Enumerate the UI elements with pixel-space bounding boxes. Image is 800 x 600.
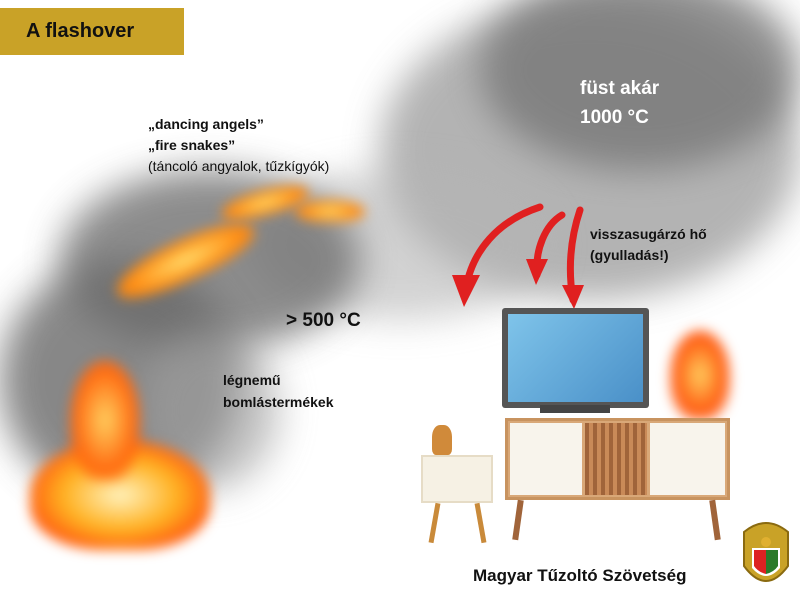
radiant-heat-line2: (gyulladás!) (590, 247, 669, 263)
organization-name: Magyar Tűzoltó Szövetség (473, 566, 687, 585)
radiant-heat-arrows (452, 203, 584, 309)
smoke-temp-line2: 1000 °C (580, 107, 649, 128)
title-banner: A flashover (0, 8, 184, 55)
temperature-label: > 500 °C (286, 310, 361, 331)
gas-products-line1: légnemű (223, 372, 281, 388)
page-title: A flashover (26, 20, 135, 42)
fire-snakes-label: „fire snakes” (148, 137, 236, 153)
dancing-angels-label: „dancing angels” (148, 116, 264, 132)
radiant-heat-line1: visszasugárzó hő (590, 226, 707, 242)
organization-logo (743, 522, 789, 582)
translation-label: (táncoló angyalok, tűzkígyók) (148, 158, 330, 174)
vase (432, 425, 452, 455)
smoke-temp-line1: füst akár (580, 78, 660, 99)
gas-products-line2: bomlástermékek (223, 394, 334, 410)
